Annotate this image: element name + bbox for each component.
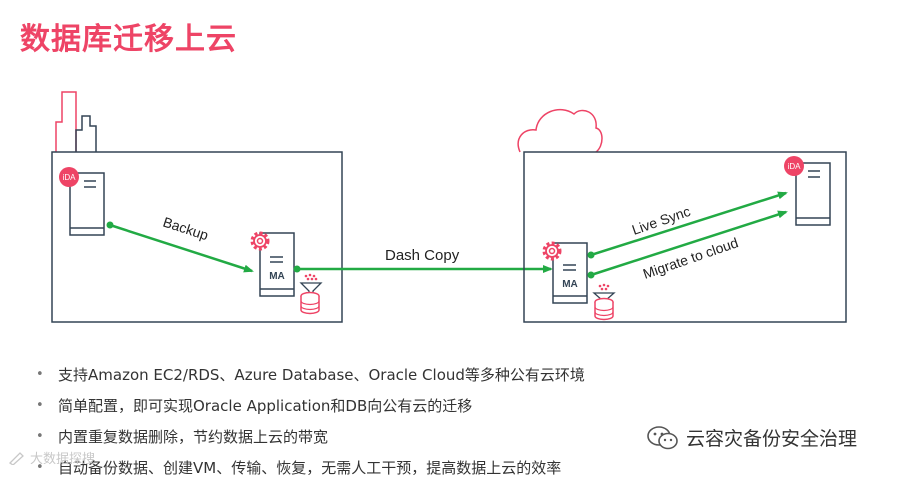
building-icon xyxy=(55,91,97,152)
target-server: iDA xyxy=(784,156,831,226)
cloud-box xyxy=(523,151,847,323)
source-server: iDA xyxy=(59,167,105,236)
wechat-watermark: 云容灾备份安全治理 xyxy=(646,424,857,451)
wechat-account-name: 云容灾备份安全治理 xyxy=(686,428,858,450)
migration-diagram: iDA MA Backup Dash Copy MA xyxy=(51,91,847,323)
database-filter-icon xyxy=(592,283,616,321)
gear-icon xyxy=(250,231,270,251)
feature-list: 支持Amazon EC2/RDS、Azure Database、Oracle C… xyxy=(36,362,585,486)
wechat-icon xyxy=(647,425,678,449)
dash-copy-label: Dash Copy xyxy=(385,247,460,264)
feature-item: 简单配置，即可实现Oracle Application和DB向公有云的迁移 xyxy=(36,393,585,424)
source-watermark-text: 大数据探搜 xyxy=(30,452,96,467)
database-filter-icon xyxy=(299,273,323,315)
ida-badge-right: iDA xyxy=(788,162,802,171)
backup-label: Backup xyxy=(161,214,211,244)
gear-icon xyxy=(542,241,562,261)
source-watermark: 大数据探搜 xyxy=(8,448,95,467)
feature-item: 自动备份数据、创建VM、传输、恢复，无需人工干预，提高数据上云的效率 xyxy=(36,455,585,486)
migrate-arrow xyxy=(590,210,788,277)
cloud-icon xyxy=(517,109,603,153)
page-title: 数据库迁移上云 xyxy=(20,22,237,57)
live-sync-arrow xyxy=(590,191,788,257)
ma-label-right: MA xyxy=(562,279,578,290)
migrate-label: Migrate to cloud xyxy=(641,234,740,282)
ida-badge-left: iDA xyxy=(63,173,77,182)
on-premises-box xyxy=(51,151,343,323)
backup-arrow xyxy=(109,223,254,273)
ma-label-left: MA xyxy=(269,271,285,282)
feature-item: 内置重复数据删除，节约数据上云的带宽 xyxy=(36,424,585,455)
feature-item: 支持Amazon EC2/RDS、Azure Database、Oracle C… xyxy=(36,362,585,393)
pencil-icon xyxy=(8,451,24,465)
